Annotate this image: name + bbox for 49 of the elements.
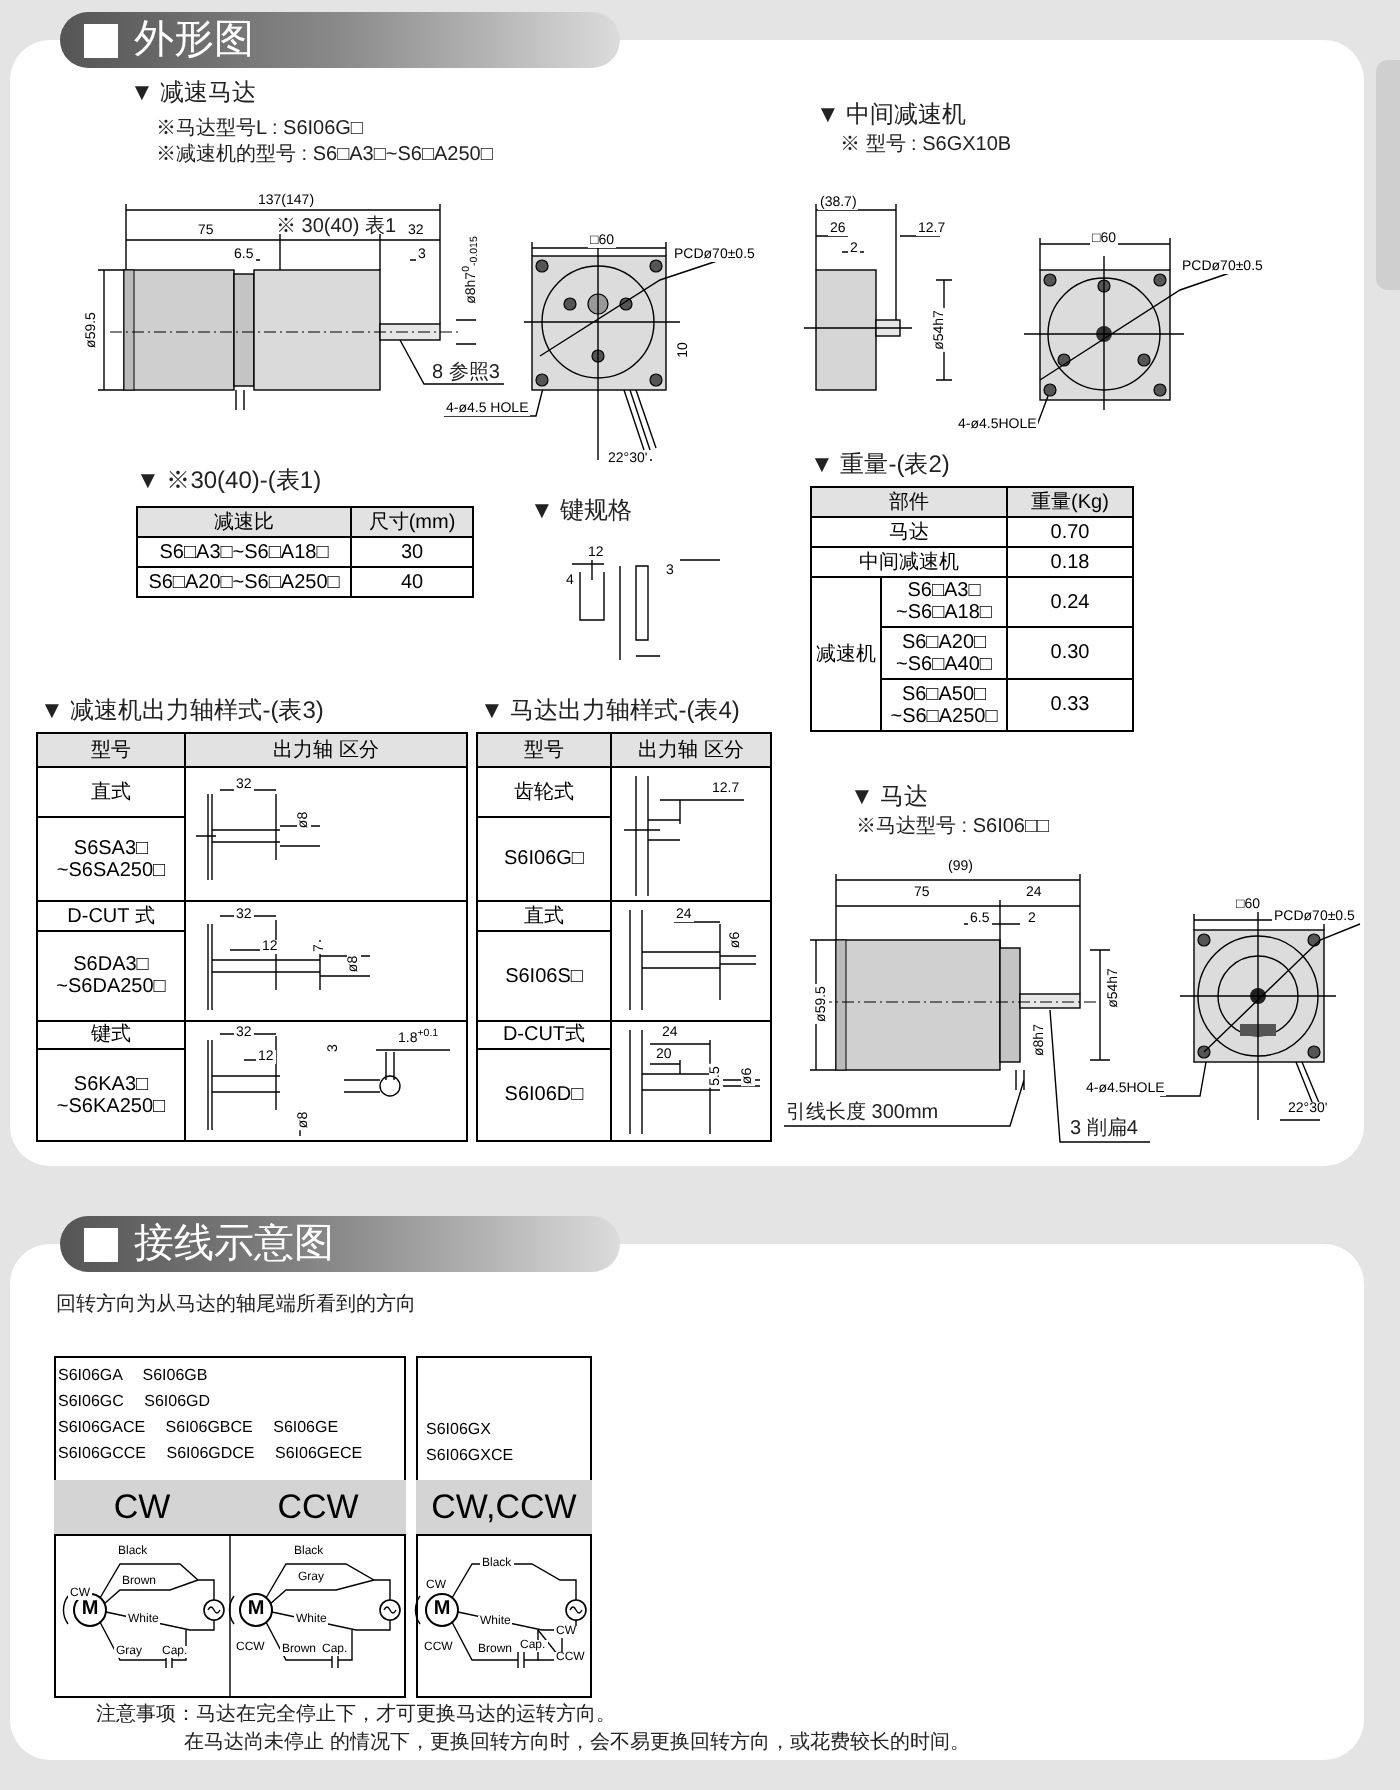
section-heading: ▼ 键规格 xyxy=(530,498,633,522)
note-text: 3 削扁4 xyxy=(1070,1120,1138,1140)
model-number: S6I06GACE S6I06GBCE S6I06GE xyxy=(58,1420,339,1436)
section-header-band xyxy=(60,1216,620,1272)
model-number: S6I06GC S6I06GD xyxy=(58,1394,211,1410)
table-cell: S6KA3□ ~S6KA250□ xyxy=(36,1048,186,1142)
note-text: 引线长度 300mm xyxy=(786,1104,939,1124)
section-heading: ▼ ※30(40)-(表1) xyxy=(136,468,322,492)
table-cell: S6□A20□~S6□A250□ xyxy=(136,566,352,598)
table-header-cell: 型号 xyxy=(476,732,612,768)
section-heading: ▼ 马达 xyxy=(850,784,929,808)
table-header-cell: 尺寸(mm) xyxy=(350,506,474,538)
section-title: 外形图 xyxy=(134,20,254,60)
note-text: 8 参照3 xyxy=(432,364,500,384)
table-cell: 40 xyxy=(350,566,474,598)
model-number: S6I06GCCE S6I06GDCE S6I06GECE xyxy=(58,1446,363,1462)
table-header-cell: 部件 xyxy=(810,486,1008,518)
note-text: ※减速机的型号 : S6□A3□~S6□A250□ xyxy=(156,146,493,166)
table-header-cell: 型号 xyxy=(36,732,186,768)
section-heading: ▼ 减速马达 xyxy=(130,80,257,104)
motor-symbol-letter: M xyxy=(81,1600,99,1620)
note-text: ※ 30(40) 表1 xyxy=(276,218,397,238)
table-header-cell: 重量(Kg) xyxy=(1006,486,1134,518)
table-header-cell: 减速比 xyxy=(136,506,352,538)
section-header-band xyxy=(60,12,620,68)
note-text: ※马达型号L : S6I06G□ xyxy=(156,120,363,140)
motor-symbol-letter: M xyxy=(247,1600,265,1620)
section-heading: ▼ 减速机出力轴样式-(表3) xyxy=(40,698,324,722)
model-number: S6I06GA S6I06GB xyxy=(58,1368,208,1384)
note-text: 在马达尚未停止 的情况下，更换回转方向时，会不易更换回转方向，或花费较长的时间。 xyxy=(184,1734,970,1754)
section-heading: ▼ 重量-(表2) xyxy=(810,452,950,476)
model-number: S6I06GX xyxy=(426,1422,491,1438)
note-text: 回转方向为从马达的轴尾端所看到的方向 xyxy=(56,1296,416,1316)
section-heading: ▼ 马达出力轴样式-(表4) xyxy=(480,698,740,722)
table-header-cell: 出力轴 区分 xyxy=(184,732,468,768)
table-header-cell: 出力轴 区分 xyxy=(610,732,772,768)
section-heading: ▼ 中间减速机 xyxy=(816,102,967,126)
motor-symbol-letter: M xyxy=(433,1600,451,1620)
note-text: ※ 型号 : S6GX10B xyxy=(840,136,1012,156)
table-cell: 减速机 xyxy=(810,576,882,732)
note-text: 注意事项：马达在完全停止下，才可更换马达的运转方向。 xyxy=(96,1706,616,1726)
note-text: ※马达型号 : S6I06□□ xyxy=(856,818,1050,838)
direction-header: CCW xyxy=(230,1480,406,1536)
direction-header: CW xyxy=(54,1480,230,1536)
table-cell: S6I06D□ xyxy=(476,1048,612,1142)
direction-header: CW,CCW xyxy=(416,1480,592,1536)
table-cell: 0.33 xyxy=(1006,678,1134,732)
model-number: S6I06GXCE xyxy=(426,1448,514,1464)
section-title: 接线示意图 xyxy=(134,1224,334,1264)
